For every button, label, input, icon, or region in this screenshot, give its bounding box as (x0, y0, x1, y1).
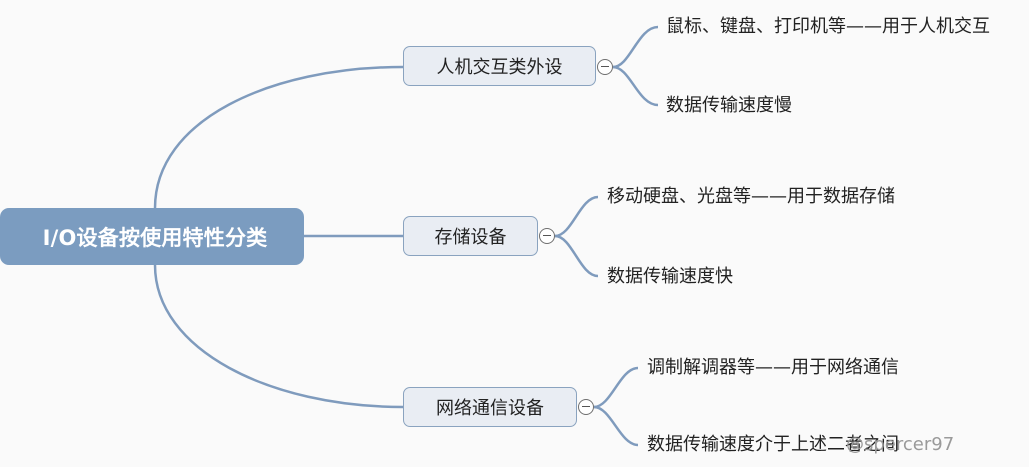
topic-label: 存储设备 (434, 227, 507, 248)
connector-topic-3-to-leaf-1 (593, 366, 639, 409)
leaf-topic-2-speed[interactable]: 数据传输速度快 (607, 266, 733, 288)
connector-topic-3-to-leaf-2 (593, 405, 639, 447)
leaf-label: 数据传输速度慢 (666, 95, 792, 116)
leaf-label: 数据传输速度介于上述二者之间 (647, 434, 899, 455)
leaf-label: 数据传输速度快 (607, 266, 733, 287)
connector-topic-2-to-leaf-2 (554, 234, 599, 278)
leaf-label: 鼠标、键盘、打印机等——用于人机交互 (666, 16, 990, 37)
topic-label: 网络通信设备 (436, 398, 544, 419)
leaf-topic-2-examples[interactable]: 移动硬盘、光盘等——用于数据存储 (607, 186, 895, 208)
leaf-topic-3-examples[interactable]: 调制解调器等——用于网络通信 (647, 357, 899, 379)
watermark: @spercer97 (846, 434, 955, 455)
connector-topic-1-to-leaf-1 (612, 25, 659, 69)
connector-root-to-topic-3 (153, 264, 404, 409)
leaf-label: 调制解调器等——用于网络通信 (647, 357, 899, 378)
connector-topic-1-to-leaf-2 (612, 65, 659, 107)
root-topic-label: I/O设备按使用特性分类 (42, 225, 268, 250)
collapse-minus-icon[interactable] (597, 59, 613, 75)
topic-storage-devices[interactable]: 存储设备 (403, 216, 538, 256)
collapse-minus-icon[interactable] (578, 399, 594, 415)
collapse-minus-icon[interactable] (539, 228, 555, 244)
leaf-topic-1-examples[interactable]: 鼠标、键盘、打印机等——用于人机交互 (666, 16, 990, 38)
connector-root-to-topic-1 (153, 65, 404, 209)
topic-label: 人机交互类外设 (436, 57, 563, 78)
topic-network-devices[interactable]: 网络通信设备 (403, 387, 577, 427)
leaf-label: 移动硬盘、光盘等——用于数据存储 (607, 186, 895, 207)
connector-topic-2-to-leaf-1 (554, 195, 599, 238)
leaf-topic-1-speed[interactable]: 数据传输速度慢 (666, 95, 792, 117)
topic-human-computer-interaction[interactable]: 人机交互类外设 (403, 46, 596, 86)
root-topic[interactable]: I/O设备按使用特性分类 (0, 208, 304, 265)
leaf-topic-3-speed[interactable]: 数据传输速度介于上述二者之间 (647, 434, 899, 456)
